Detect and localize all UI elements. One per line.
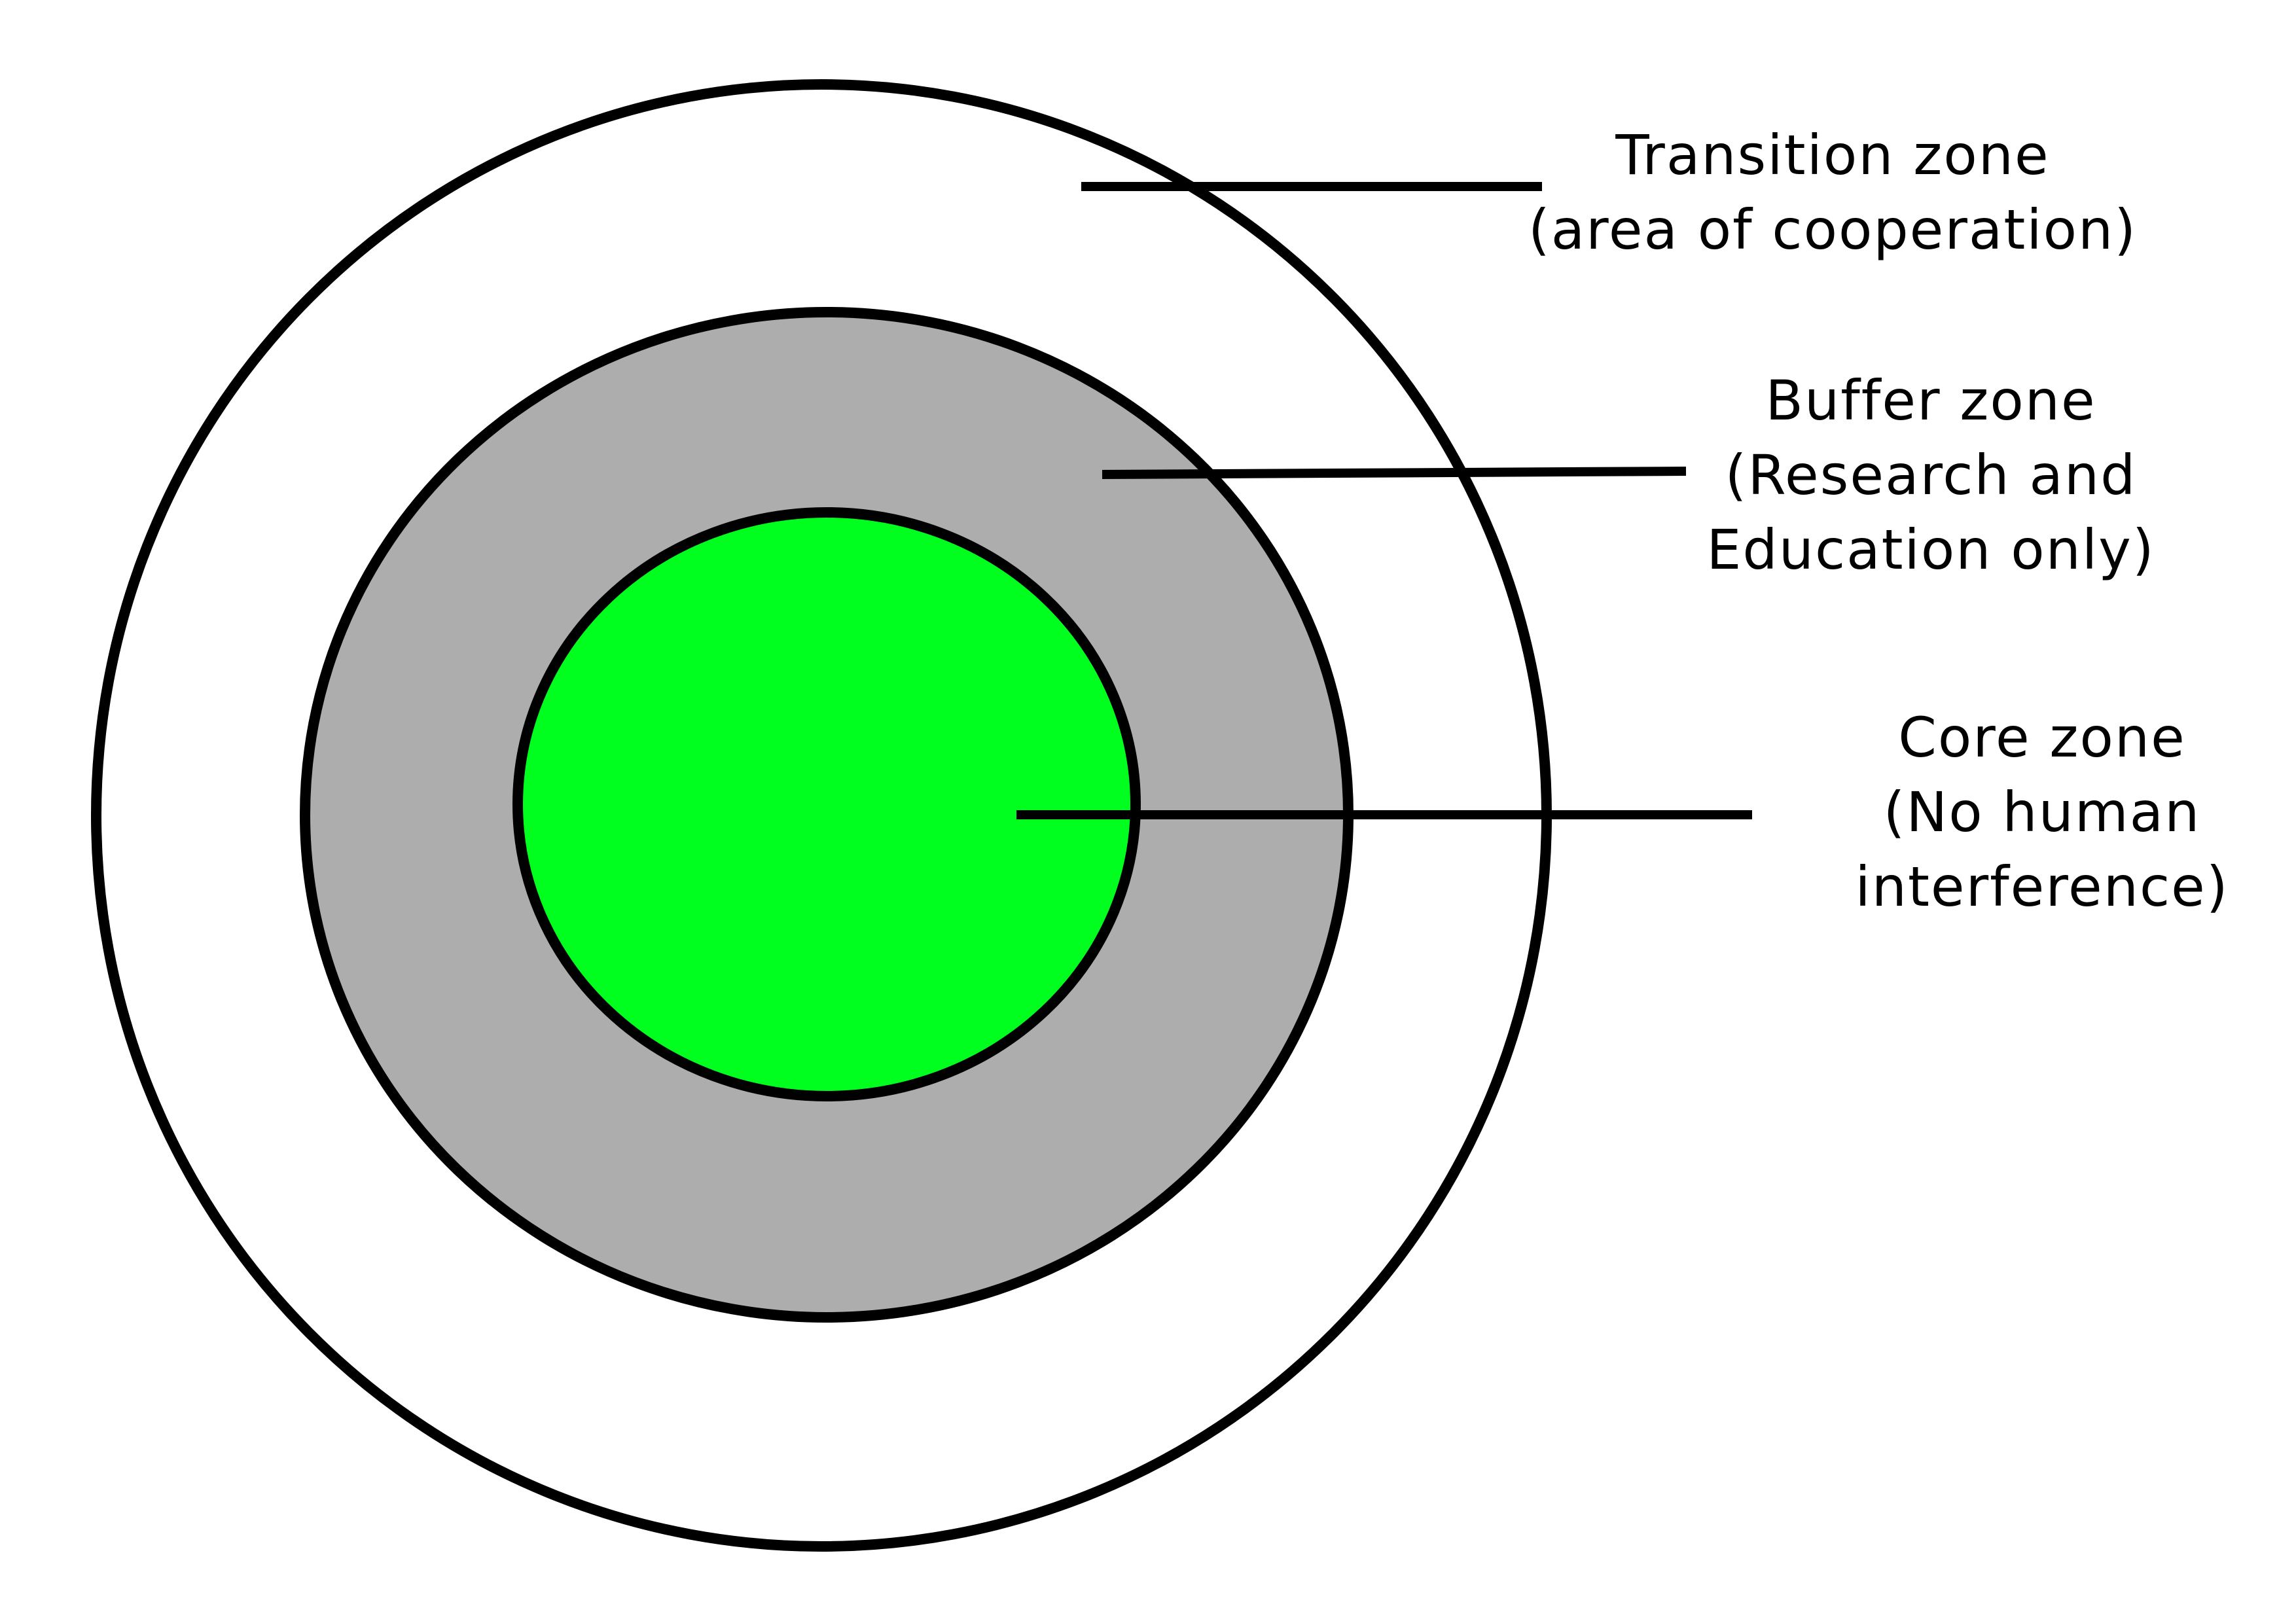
core-zone-label: Core zone (No human interference) [1715,700,2296,924]
transition-zone-detail: (area of cooperation) [1528,198,2138,262]
buffer-zone-label: Buffer zone (Research and Education only… [1604,363,2258,587]
transition-zone-label: Transition zone (area of cooperation) [1505,118,2160,267]
buffer-zone-detail-2: Education only) [1706,518,2155,582]
core-zone-detail-2: interference) [1855,855,2229,919]
buffer-zone-title: Buffer zone [1765,368,2096,433]
buffer-zone-leader-line [1102,467,1687,479]
buffer-zone-detail: (Research and [1725,443,2137,507]
transition-zone-title: Transition zone [1615,123,2050,187]
core-zone-ellipse [512,507,1141,1101]
core-zone-detail: (No human [1883,780,2201,844]
core-zone-title: Core zone [1898,705,2186,770]
